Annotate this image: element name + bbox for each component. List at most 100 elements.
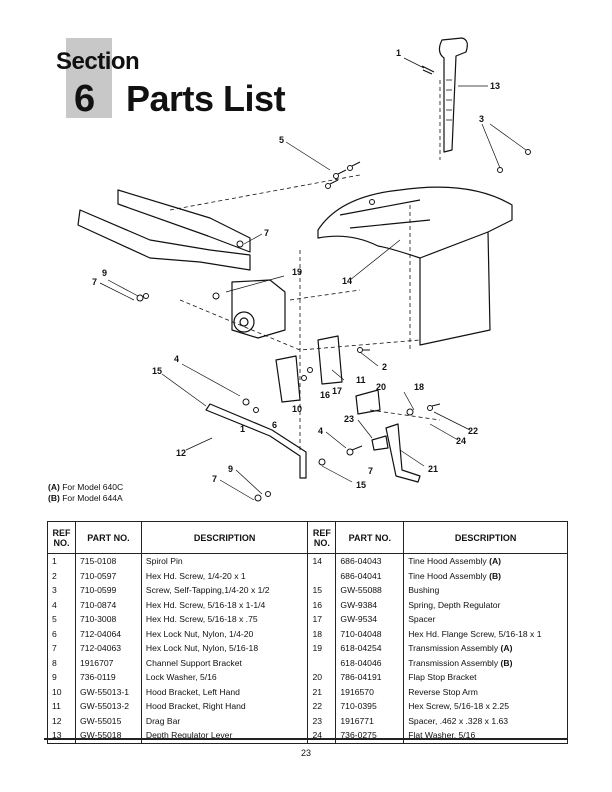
description-cell: Screw, Self-Tapping,1/4-20 x 1/2 [140, 583, 309, 598]
model-note-b: (B) For Model 644A [48, 493, 123, 503]
ref-cell: 10 [47, 684, 76, 699]
ref-cell-text: 12 [52, 715, 62, 726]
part-number-cell-text: 710-0395 [340, 701, 377, 712]
part-number-cell-text: 686-04041 [340, 570, 382, 581]
exploded-parts-diagram: 1 13 3 5 7 19 9 7 14 2 4 15 11 20 16 17 … [77, 37, 531, 502]
callout-13: 13 [490, 81, 500, 91]
part-number-cell: 710-0597 [74, 568, 142, 583]
ref-cell-text: 15 [312, 585, 323, 596]
part-number-cell-text: 1916570 [340, 686, 374, 697]
ref-cell-text: 17 [312, 614, 323, 625]
ref-cell: 12 [47, 713, 76, 728]
part-number-cell-text: GW-55013-2 [79, 701, 129, 712]
depth-regulator-lever [438, 37, 468, 153]
part-number-cell: 618-04254 [335, 641, 405, 656]
description-cell: Depth Regulator Lever [140, 728, 309, 744]
callout-21: 21 [428, 464, 438, 474]
description-cell: Tine Hood Assembly (A) [403, 553, 568, 569]
hood-bracket-left [275, 355, 301, 403]
callout-5: 5 [279, 135, 284, 145]
callout-3: 3 [479, 114, 484, 124]
description-cell: Hex Hd. Screw, 5/16-18 x .75 [140, 612, 309, 627]
ref-cell: 23 [307, 713, 337, 728]
callout-15b: 15 [356, 480, 366, 490]
table-header-row: REF NO. PART NO. DESCRIPTION REF NO. PAR… [47, 521, 568, 554]
page-number: 23 [300, 748, 311, 758]
part-number-cell: GW-9384 [335, 597, 405, 612]
part-number-cell-text: 710-0599 [79, 585, 117, 596]
description-cell: Flat Washer, 5/16 [403, 728, 568, 744]
part-number-cell: GW-9534 [335, 612, 405, 627]
assembly-guide-lines [169, 80, 441, 450]
description-cell: Spacer [403, 612, 568, 627]
callout-17: 17 [332, 386, 342, 396]
callout-7c: 7 [368, 466, 373, 476]
ref-cell: 5 [47, 612, 76, 627]
ref-cell-text: 18 [312, 628, 323, 639]
page-title: Parts List [126, 78, 286, 119]
callout-20: 20 [376, 382, 386, 392]
ref-cell-text: 6 [52, 628, 57, 639]
part-number-cell-text: GW-55088 [340, 585, 382, 596]
header-description: DESCRIPTION [403, 521, 568, 554]
callout-23: 23 [344, 414, 354, 424]
description-cell-text: Transmission Assembly [408, 657, 499, 668]
model-marker: (A) [500, 643, 513, 654]
part-number-cell-text: 712-04063 [79, 643, 122, 654]
part-number-cell: 712-04063 [74, 641, 142, 656]
part-number-cell: 710-0599 [74, 583, 142, 598]
part-number-cell: 710-0395 [335, 699, 405, 714]
callout-9b: 9 [228, 464, 233, 474]
section-number-background [66, 38, 112, 118]
ref-cell-text: 1 [52, 556, 57, 567]
description-cell-text: Depth Regulator Lever [145, 730, 233, 741]
callout-16: 16 [320, 390, 330, 400]
description-cell: Hex Lock Nut, Nylon, 1/4-20 [140, 626, 309, 641]
callout-1b: 1 [240, 424, 245, 434]
ref-cell-text: 16 [312, 599, 323, 610]
model-marker: (A) [489, 556, 502, 567]
description-cell-text: Screw, Self-Tapping,1/4-20 x 1/2 [145, 585, 270, 596]
part-number-cell-text: 618-04046 [340, 657, 382, 668]
description-cell-text: Hex Hd. Flange Screw, 5/16-18 x 1 [408, 628, 542, 639]
part-number-cell: GW-55015 [74, 713, 142, 728]
part-number-cell-text: 618-04254 [340, 643, 382, 654]
part-number-cell: 710-3008 [74, 612, 142, 627]
callout-15: 15 [152, 366, 162, 376]
callout-7b: 7 [92, 277, 97, 287]
part-number-cell-text: 710-0874 [79, 599, 117, 610]
ref-cell-text: 7 [52, 643, 57, 654]
description-cell: Channel Support Bracket [140, 655, 309, 670]
ref-cell: 11 [47, 699, 76, 714]
description-cell: Spacer, .462 x .328 x 1.63 [403, 713, 568, 728]
part-number-cell: 786-04191 [335, 670, 405, 685]
reverse-stop-arm [385, 423, 421, 483]
part-number-cell-text: 710-0597 [79, 570, 117, 581]
description-cell-text: Bushing [408, 585, 440, 596]
part-number-cell-text: GW-55018 [79, 730, 122, 741]
ref-cell-text: 5 [52, 614, 57, 625]
part-number-cell: 686-04043 [335, 553, 405, 569]
description-cell-text: Flat Washer, 5/16 [408, 730, 476, 741]
description-cell-text: Lock Washer, 5/16 [145, 672, 217, 683]
description-cell-text: Hex Lock Nut, Nylon, 5/16-18 [145, 643, 259, 654]
part-number-cell: GW-55013-1 [74, 684, 142, 699]
header-ref-no: REF NO. [47, 521, 76, 554]
description-cell-text: Tine Hood Assembly [408, 556, 487, 567]
callout-9: 9 [102, 268, 107, 278]
part-number-cell: 712-04064 [74, 626, 142, 641]
model-note-text: For Model 644A [62, 493, 123, 503]
description-cell-text: Spirol Pin [145, 556, 183, 567]
transmission-assembly [231, 279, 286, 339]
description-cell-text: Hood Bracket, Left Hand [145, 686, 240, 697]
description-cell-text: Spring, Depth Regulator [408, 599, 501, 610]
ref-cell-text: 13 [52, 730, 62, 741]
ref-cell: 21 [307, 684, 337, 699]
